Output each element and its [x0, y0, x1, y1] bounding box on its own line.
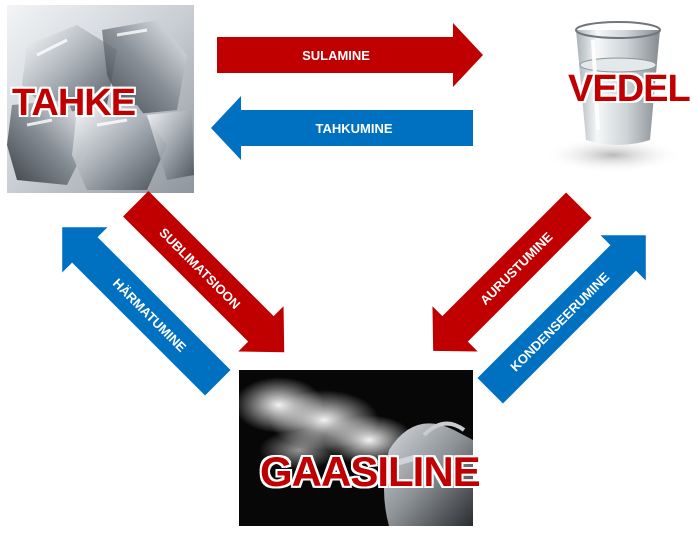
- water-glass-image: [518, 5, 693, 190]
- deposition-label: HÄRMATUMINE: [110, 276, 190, 356]
- condensation-arrow: KONDENSEERUMINE: [477, 235, 646, 404]
- state-label-gas: GAASILINE: [260, 448, 481, 495]
- state-label-solid: TAHKE: [12, 82, 136, 124]
- evaporation-arrow: AURUSTUMINE: [432, 192, 592, 352]
- state-label-liquid: VEDEL: [568, 68, 691, 110]
- sublimation-arrow: SUBLIMATSIOON: [123, 191, 285, 353]
- sublimation-label: SUBLIMATSIOON: [156, 225, 243, 312]
- deposition-arrow: HÄRMATUMINE: [62, 227, 231, 396]
- steaming-kettle-image: [239, 370, 473, 526]
- freezing-arrow: TAHKUMINE: [211, 96, 473, 160]
- ice-cubes-image: [7, 5, 194, 193]
- freezing-label: TAHKUMINE: [315, 121, 392, 136]
- melting-arrow: SULAMINE: [217, 23, 483, 87]
- melting-label: SULAMINE: [302, 48, 370, 63]
- evaporation-label: AURUSTUMINE: [477, 229, 556, 308]
